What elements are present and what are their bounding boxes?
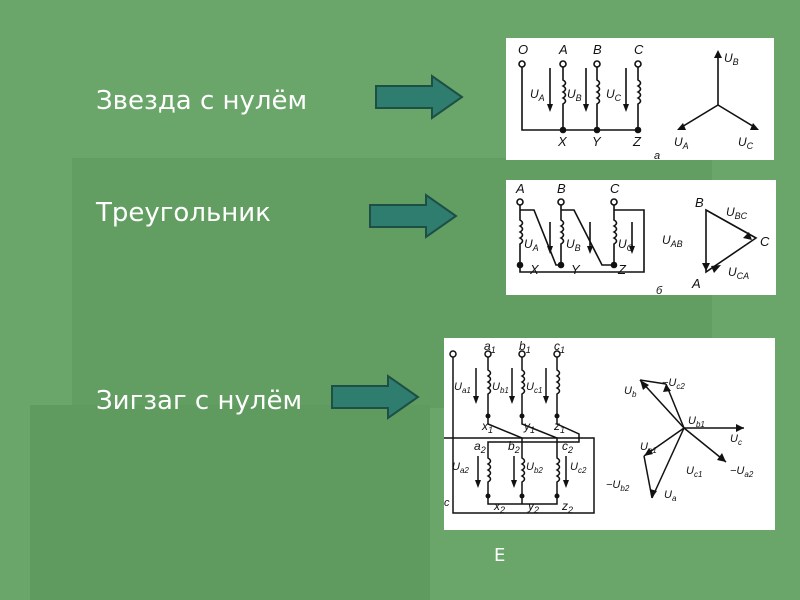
winding-voltage-label: UB	[566, 237, 581, 253]
terminal-label: a2	[474, 439, 486, 455]
winding-voltage-label: UC	[618, 237, 634, 253]
vector-label: Ua	[664, 489, 677, 503]
terminal-label: A	[515, 181, 525, 196]
terminal-label: B	[557, 181, 566, 196]
winding-voltage-label: UA	[524, 237, 539, 253]
edge-caption: c	[444, 497, 450, 509]
terminal-label: Y	[571, 262, 581, 277]
terminal-label: x1	[481, 419, 493, 435]
winding-voltage-label: Ua2	[452, 461, 469, 475]
vector-label: UA	[674, 135, 689, 151]
terminal-label: X	[557, 134, 568, 149]
vector-label: −Uc2	[662, 377, 685, 391]
vector-label: Ub	[624, 385, 637, 399]
vector-label: −Ua2	[730, 465, 754, 479]
vector-label: Uc	[730, 433, 742, 447]
terminal-label: A	[558, 42, 568, 57]
terminal-label: Y	[592, 134, 602, 149]
figure-caption: а	[654, 150, 660, 160]
terminal-label: X	[529, 262, 540, 277]
side-voltage-label: UCA	[728, 265, 749, 281]
terminal-label: y1	[523, 419, 535, 435]
terminal-label: b1	[519, 339, 531, 355]
vertex-label: B	[695, 195, 704, 210]
terminal-label: c2	[562, 439, 573, 455]
label-zigzag-with-neutral: Зигзаг с нулём	[96, 386, 303, 416]
winding-voltage-label: Ua1	[454, 381, 471, 395]
terminal-label: y2	[527, 499, 539, 515]
vector-label: UC	[738, 135, 754, 151]
winding-voltage-label: Ub2	[526, 461, 543, 475]
label-delta: Треугольник	[96, 198, 271, 228]
vertex-label: A	[691, 276, 701, 291]
diagram-star-connection: O A B C	[506, 38, 774, 160]
vector-label: −Ub2	[606, 479, 630, 493]
terminal-label: b2	[508, 439, 520, 455]
arrow-right-icon	[375, 74, 464, 120]
terminal-label: x2	[493, 499, 505, 515]
side-voltage-label: UAB	[662, 233, 683, 249]
winding-voltage-label: UC	[606, 87, 622, 103]
terminal-label: z2	[561, 499, 573, 515]
winding-voltage-label: Uc2	[570, 461, 587, 475]
figure-caption: б	[656, 285, 663, 295]
vector-label: UB	[724, 51, 739, 67]
terminal-label: c1	[554, 339, 565, 355]
terminal-label: Z	[632, 134, 642, 149]
vector-label: Uc1	[686, 465, 702, 479]
vertex-label: C	[760, 234, 770, 249]
winding-voltage-label: UB	[567, 87, 582, 103]
terminal-label: O	[518, 42, 528, 57]
winding-voltage-label: Ub1	[492, 381, 509, 395]
footer-mark: E	[494, 545, 506, 566]
background-panel-lower	[30, 405, 430, 600]
terminal-label: C	[634, 42, 644, 57]
terminal-label: Z	[617, 262, 627, 277]
terminal-label: C	[610, 181, 620, 196]
arrow-right-icon	[331, 374, 420, 420]
side-voltage-label: UBC	[726, 205, 748, 221]
terminal-label: B	[593, 42, 602, 57]
terminal-label: z1	[553, 419, 565, 435]
diagram-zigzag-connection: a1 b1 c1 Ua1 Ub1 Uc1 x1 y1 z1 a2 b2 c2 U…	[444, 338, 775, 530]
vector-label: Ub1	[688, 415, 705, 429]
terminal-label: a1	[484, 339, 496, 355]
winding-voltage-label: UA	[530, 87, 545, 103]
vector-label: Ua1	[640, 441, 657, 455]
winding-voltage-label: Uc1	[526, 381, 542, 395]
arrow-right-icon	[369, 193, 458, 239]
diagram-delta-connection: A B C UA UB U	[506, 180, 776, 295]
label-star-with-neutral: Звезда с нулём	[96, 86, 308, 116]
